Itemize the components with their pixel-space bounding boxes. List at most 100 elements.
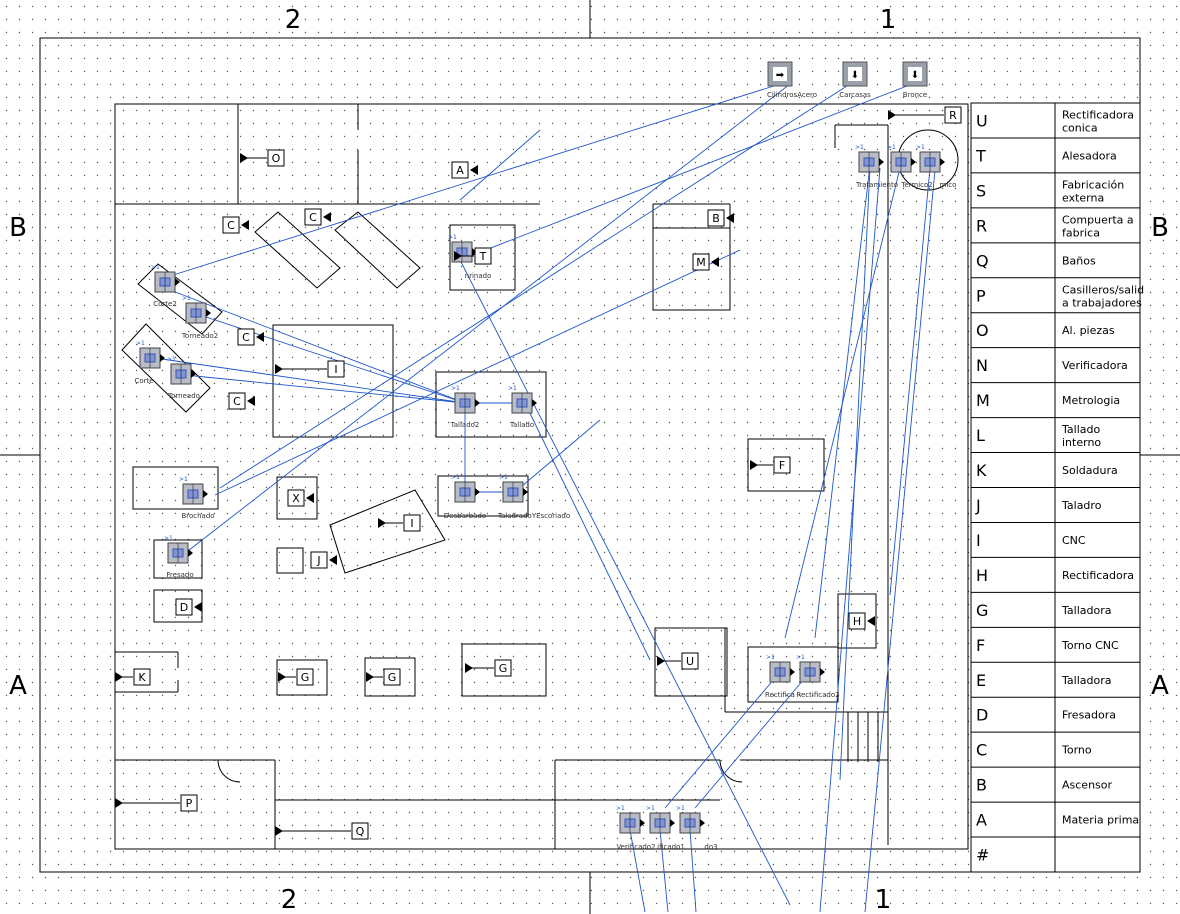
legend-name: Fresadora bbox=[1062, 709, 1116, 722]
station-label: Corte2 bbox=[153, 300, 177, 308]
source-label: CilindrosAcero bbox=[767, 91, 817, 99]
frame-top-col-1: 1 bbox=[880, 5, 897, 35]
station-label: Desbarbado bbox=[444, 512, 486, 520]
legend-name: Taladro bbox=[1061, 499, 1102, 512]
legend-code: L bbox=[976, 426, 985, 445]
legend-name: Torno CNC bbox=[1061, 639, 1119, 652]
area-label-text: F bbox=[779, 459, 785, 472]
frame-bottom-col-1: 1 bbox=[875, 885, 892, 914]
station-label: Verificado2 bbox=[616, 843, 655, 851]
area-label-text: K bbox=[138, 671, 146, 684]
legend-name: Torno bbox=[1061, 744, 1092, 757]
legend-code: T bbox=[975, 146, 986, 165]
legend-code: D bbox=[976, 706, 988, 725]
legend-code: M bbox=[976, 391, 990, 410]
legend-code: P bbox=[976, 286, 986, 305]
area-label-a: A bbox=[451, 161, 478, 179]
legend-code: U bbox=[976, 111, 988, 130]
port-label: >1 bbox=[855, 144, 864, 151]
area-label-c: C bbox=[222, 216, 249, 234]
legend-name: Materia prima bbox=[1062, 814, 1139, 827]
frame-left-row-B: B bbox=[9, 213, 27, 243]
area-label-b: B bbox=[707, 209, 734, 227]
area-label-h: H bbox=[848, 612, 875, 630]
port-label: >1 bbox=[616, 805, 625, 812]
port-label: >1 bbox=[136, 340, 145, 347]
legend-name: Talladora bbox=[1061, 674, 1111, 687]
port-label: >1 bbox=[164, 535, 173, 542]
frame-top-col-2: 2 bbox=[285, 5, 302, 35]
station-label: Torneado bbox=[167, 392, 200, 400]
area-label-text: U bbox=[686, 655, 694, 668]
area-label-text: X bbox=[292, 492, 300, 505]
area-label-text: C bbox=[233, 395, 241, 408]
legend-code: E bbox=[976, 671, 986, 690]
area-label-text: T bbox=[479, 250, 487, 263]
area-label-text: I bbox=[334, 363, 337, 376]
area-label-j: J bbox=[310, 551, 337, 569]
area-label-i: I bbox=[378, 514, 421, 532]
station-label: Rectificado2 bbox=[796, 691, 839, 699]
legend-code: C bbox=[976, 741, 987, 760]
frame-left-row-A: A bbox=[9, 671, 27, 701]
legend-name: Talladora bbox=[1061, 604, 1111, 617]
port-label: >1 bbox=[887, 144, 896, 151]
port-label: >1 bbox=[766, 654, 775, 661]
area-label-text: R bbox=[949, 109, 957, 122]
station-label: Rectifica bbox=[765, 691, 795, 699]
area-label-g: G bbox=[465, 659, 512, 677]
station-label: Brochado bbox=[181, 512, 214, 520]
source-block-cilindros[interactable]: ➡ CilindrosAcero bbox=[767, 61, 817, 99]
station-label: nrinado bbox=[465, 272, 492, 280]
legend-code: # bbox=[976, 846, 989, 865]
port-label: >1 bbox=[646, 805, 655, 812]
room-footprints bbox=[121, 124, 959, 703]
area-label-x: X bbox=[287, 489, 314, 507]
area-label-text: H bbox=[853, 615, 861, 628]
source-block-bronce[interactable]: ⬇ Bronce bbox=[902, 61, 928, 99]
building-walls bbox=[114, 103, 969, 850]
area-label-o: O bbox=[240, 149, 285, 167]
area-label-text: P bbox=[186, 797, 193, 810]
station-label: Fresado bbox=[166, 571, 193, 579]
area-label-text: B bbox=[712, 212, 720, 225]
station-label: Torneado2 bbox=[181, 332, 218, 340]
legend-code: F bbox=[976, 636, 985, 655]
source-label: Bronce bbox=[903, 91, 927, 99]
area-label-text: C bbox=[309, 211, 317, 224]
legend-code: A bbox=[976, 811, 987, 830]
area-label-c: C bbox=[304, 208, 331, 226]
source-block-carcasas[interactable]: ⬇ Carcasas bbox=[839, 61, 871, 99]
area-label-text: J bbox=[316, 554, 320, 567]
legend-name: CNC bbox=[1062, 534, 1086, 547]
legend-code: Q bbox=[976, 251, 989, 270]
station-label: Tallado2 bbox=[450, 421, 480, 429]
legend-name: Baños bbox=[1062, 254, 1096, 267]
legend-code: H bbox=[976, 566, 988, 585]
port-label: >1 bbox=[451, 474, 460, 481]
